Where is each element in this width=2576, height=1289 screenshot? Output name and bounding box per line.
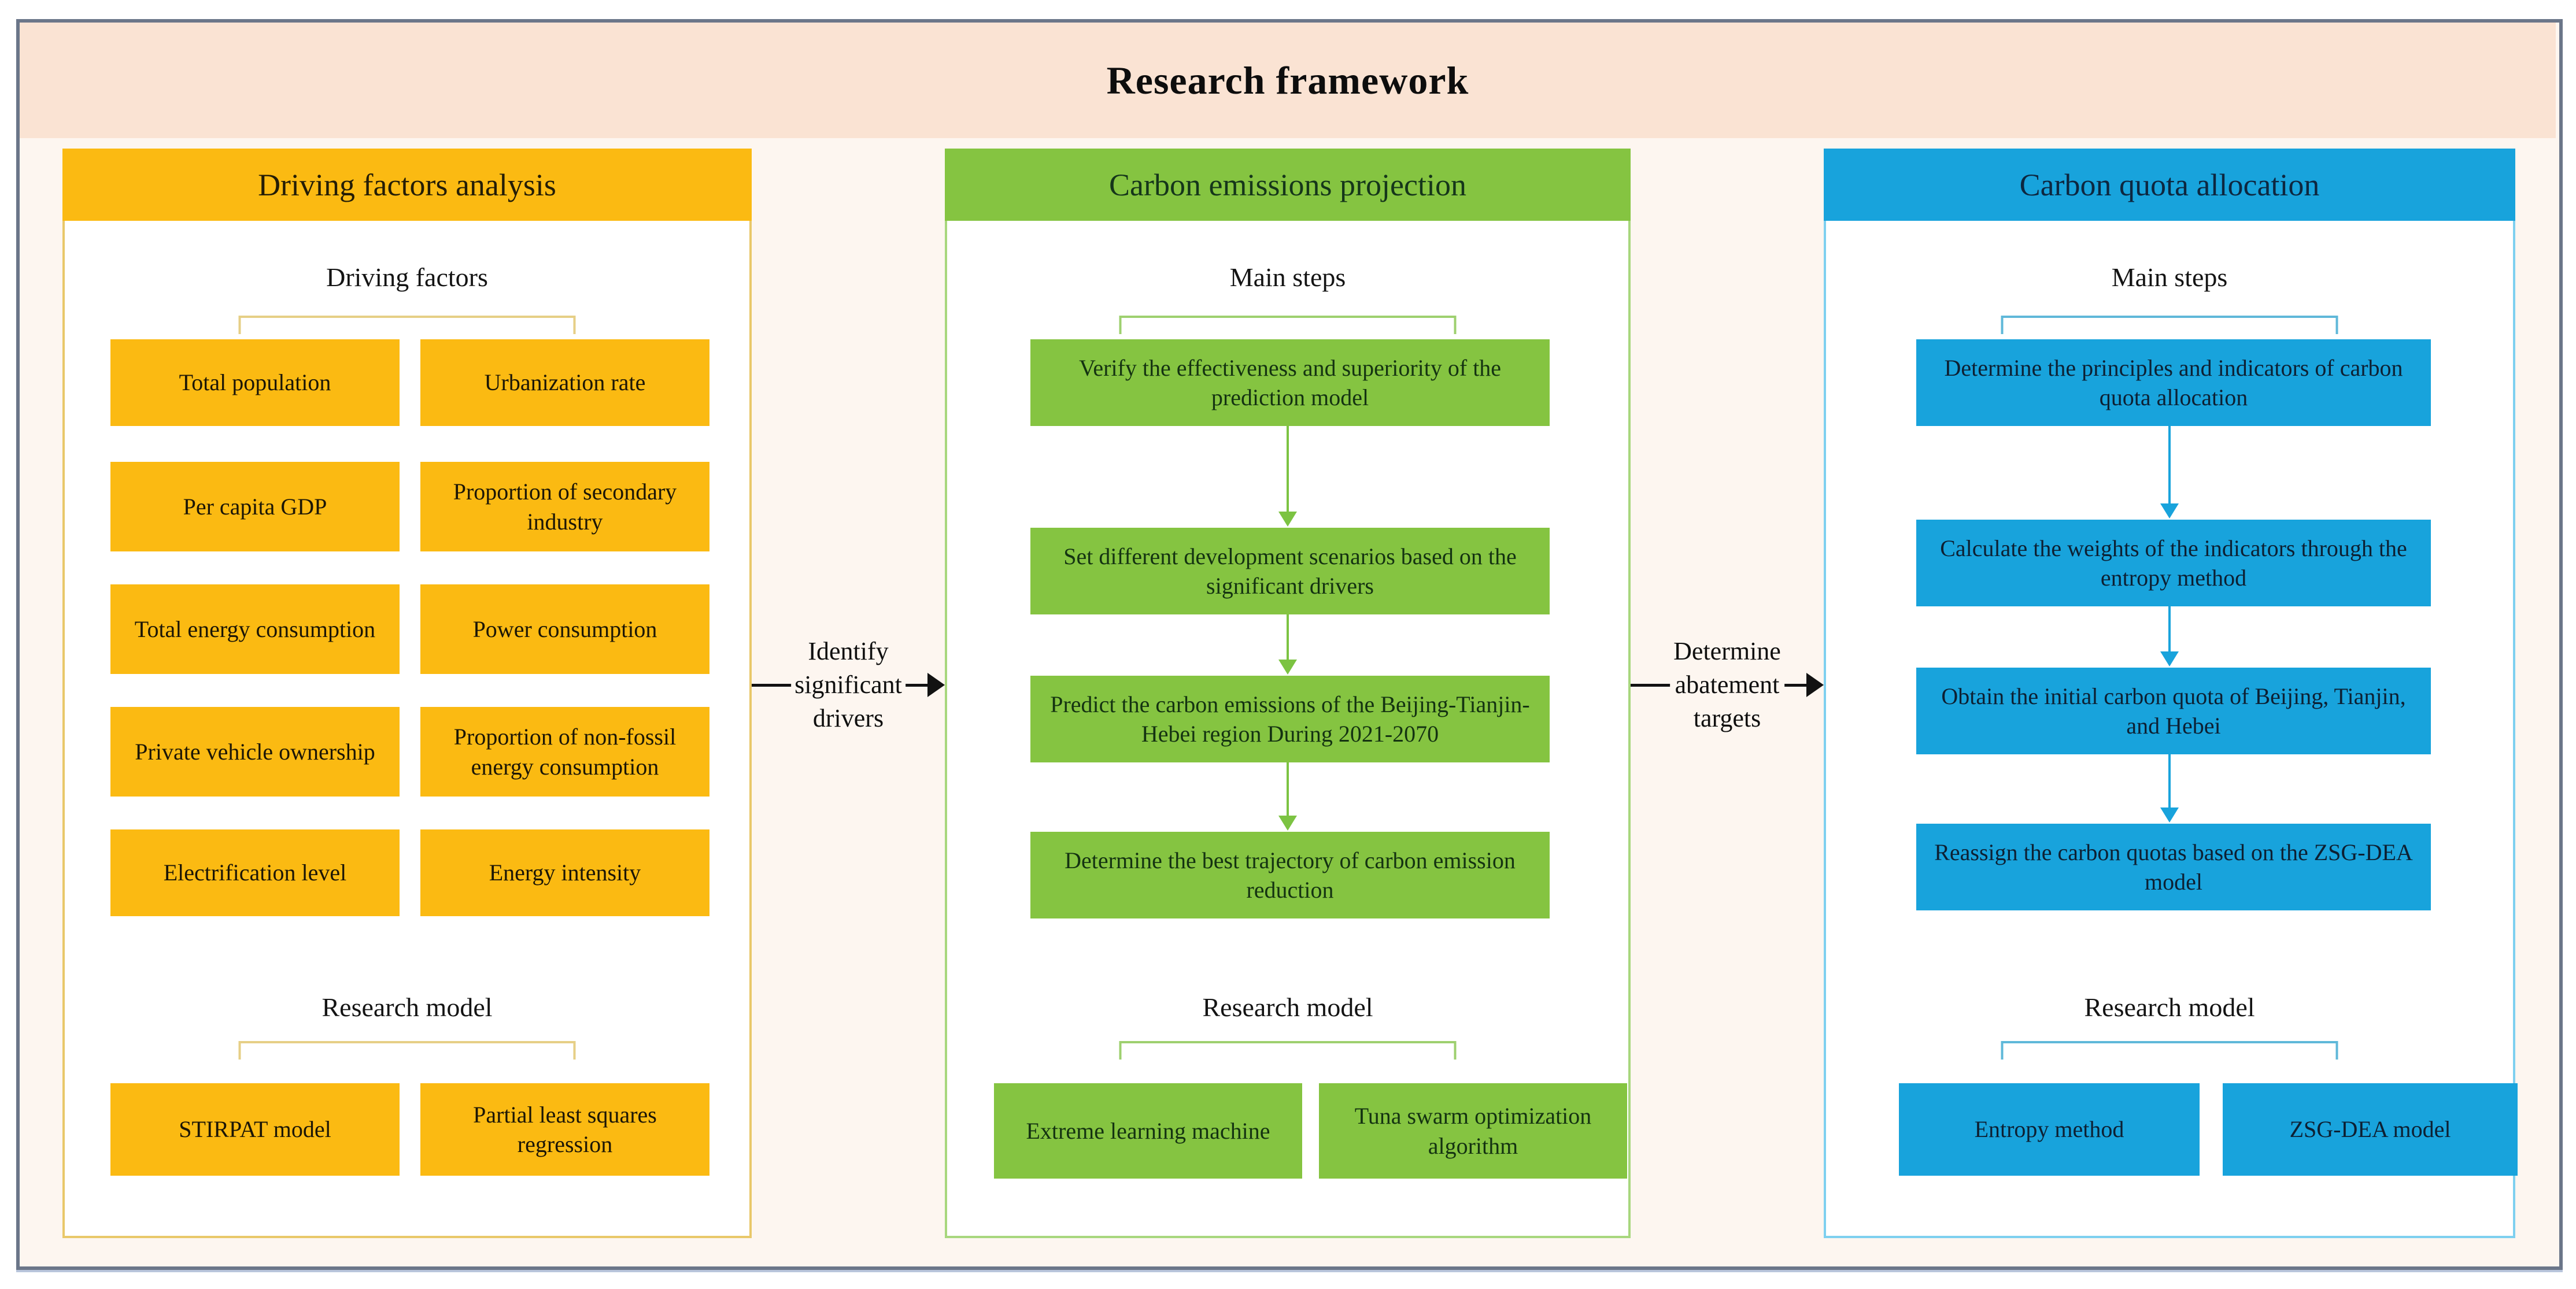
- panel-title: Carbon emissions projection: [1109, 167, 1466, 202]
- panel-carbon-emissions-projection: Carbon emissions projection Main steps V…: [945, 149, 1631, 1238]
- connector-determine-abatement-targets: Determine abatement targets: [1631, 601, 1824, 769]
- down-arrow-icon: [1278, 426, 1297, 527]
- panel-carbon-quota-allocation: Carbon quota allocation Main steps Deter…: [1824, 149, 2518, 1238]
- bracket-main-steps: [2001, 316, 2338, 334]
- title-banner: Research framework: [20, 23, 2556, 138]
- model-box: Entropy method: [1899, 1083, 2200, 1176]
- bracket-research-model: [2001, 1041, 2338, 1060]
- step-box: Calculate the weights of the indicators …: [1916, 520, 2431, 606]
- arrow-head-icon: [1806, 673, 1824, 697]
- bracket-research-model: [1119, 1041, 1457, 1060]
- model-box: Tuna swarm optimization algorithm: [1319, 1083, 1627, 1179]
- page-title: Research framework: [1106, 58, 1469, 102]
- factor-box: Per capita GDP: [110, 462, 400, 551]
- step-box: Determine the best trajectory of carbon …: [1030, 832, 1550, 918]
- step-box: Predict the carbon emissions of the Beij…: [1030, 676, 1550, 762]
- step-box: Determine the principles and indicators …: [1916, 339, 2431, 426]
- panel-header-carbon-emissions: Carbon emissions projection: [945, 149, 1631, 221]
- connector-label: Identify significant drivers: [791, 632, 906, 738]
- down-arrow-icon: [2160, 754, 2179, 823]
- panel-header-driving-factors: Driving factors analysis: [62, 149, 752, 221]
- down-arrow-icon: [1278, 762, 1297, 831]
- factor-box: Energy intensity: [420, 829, 709, 916]
- panel-driving-factors-analysis: Driving factors analysis Driving factors…: [62, 149, 752, 1238]
- down-arrow-icon: [2160, 426, 2179, 518]
- arrow-head-icon: [927, 673, 945, 697]
- panel-header-carbon-quota: Carbon quota allocation: [1824, 149, 2515, 221]
- connector-identify-significant-drivers: Identify significant drivers: [752, 601, 945, 769]
- factor-box: Electrification level: [110, 829, 400, 916]
- connector-label: Determine abatement targets: [1670, 632, 1784, 738]
- section-label-main-steps: Main steps: [1229, 262, 1346, 292]
- bracket-research-model: [238, 1041, 576, 1060]
- section-label-main-steps: Main steps: [2111, 262, 2228, 292]
- step-box: Obtain the initial carbon quota of Beiji…: [1916, 668, 2431, 754]
- factor-box: Private vehicle ownership: [110, 707, 400, 797]
- bracket-driving-factors: [238, 316, 576, 334]
- factor-box: Power consumption: [420, 584, 709, 674]
- section-label-driving-factors: Driving factors: [326, 262, 488, 292]
- factor-box: Proportion of secondary industry: [420, 462, 709, 551]
- model-box: ZSG-DEA model: [2223, 1083, 2518, 1176]
- bracket-main-steps: [1119, 316, 1457, 334]
- factor-box: Total energy consumption: [110, 584, 400, 674]
- section-label-research-model: Research model: [321, 992, 493, 1022]
- model-box: STIRPAT model: [110, 1083, 400, 1176]
- factor-box: Urbanization rate: [420, 339, 709, 426]
- step-box: Reassign the carbon quotas based on the …: [1916, 824, 2431, 910]
- factor-box: Total population: [110, 339, 400, 426]
- section-label-research-model: Research model: [2084, 992, 2255, 1022]
- panel-title: Driving factors analysis: [258, 167, 556, 202]
- model-box: Extreme learning machine: [994, 1083, 1302, 1179]
- model-box: Partial least squares regression: [420, 1083, 709, 1176]
- step-box: Verify the effectiveness and superiority…: [1030, 339, 1550, 426]
- section-label-research-model: Research model: [1202, 992, 1373, 1022]
- down-arrow-icon: [2160, 606, 2179, 666]
- panel-title: Carbon quota allocation: [2019, 167, 2320, 202]
- factor-box: Proportion of non-fossil energy consumpt…: [420, 707, 709, 797]
- down-arrow-icon: [1278, 614, 1297, 675]
- step-box: Set different development scenarios base…: [1030, 528, 1550, 614]
